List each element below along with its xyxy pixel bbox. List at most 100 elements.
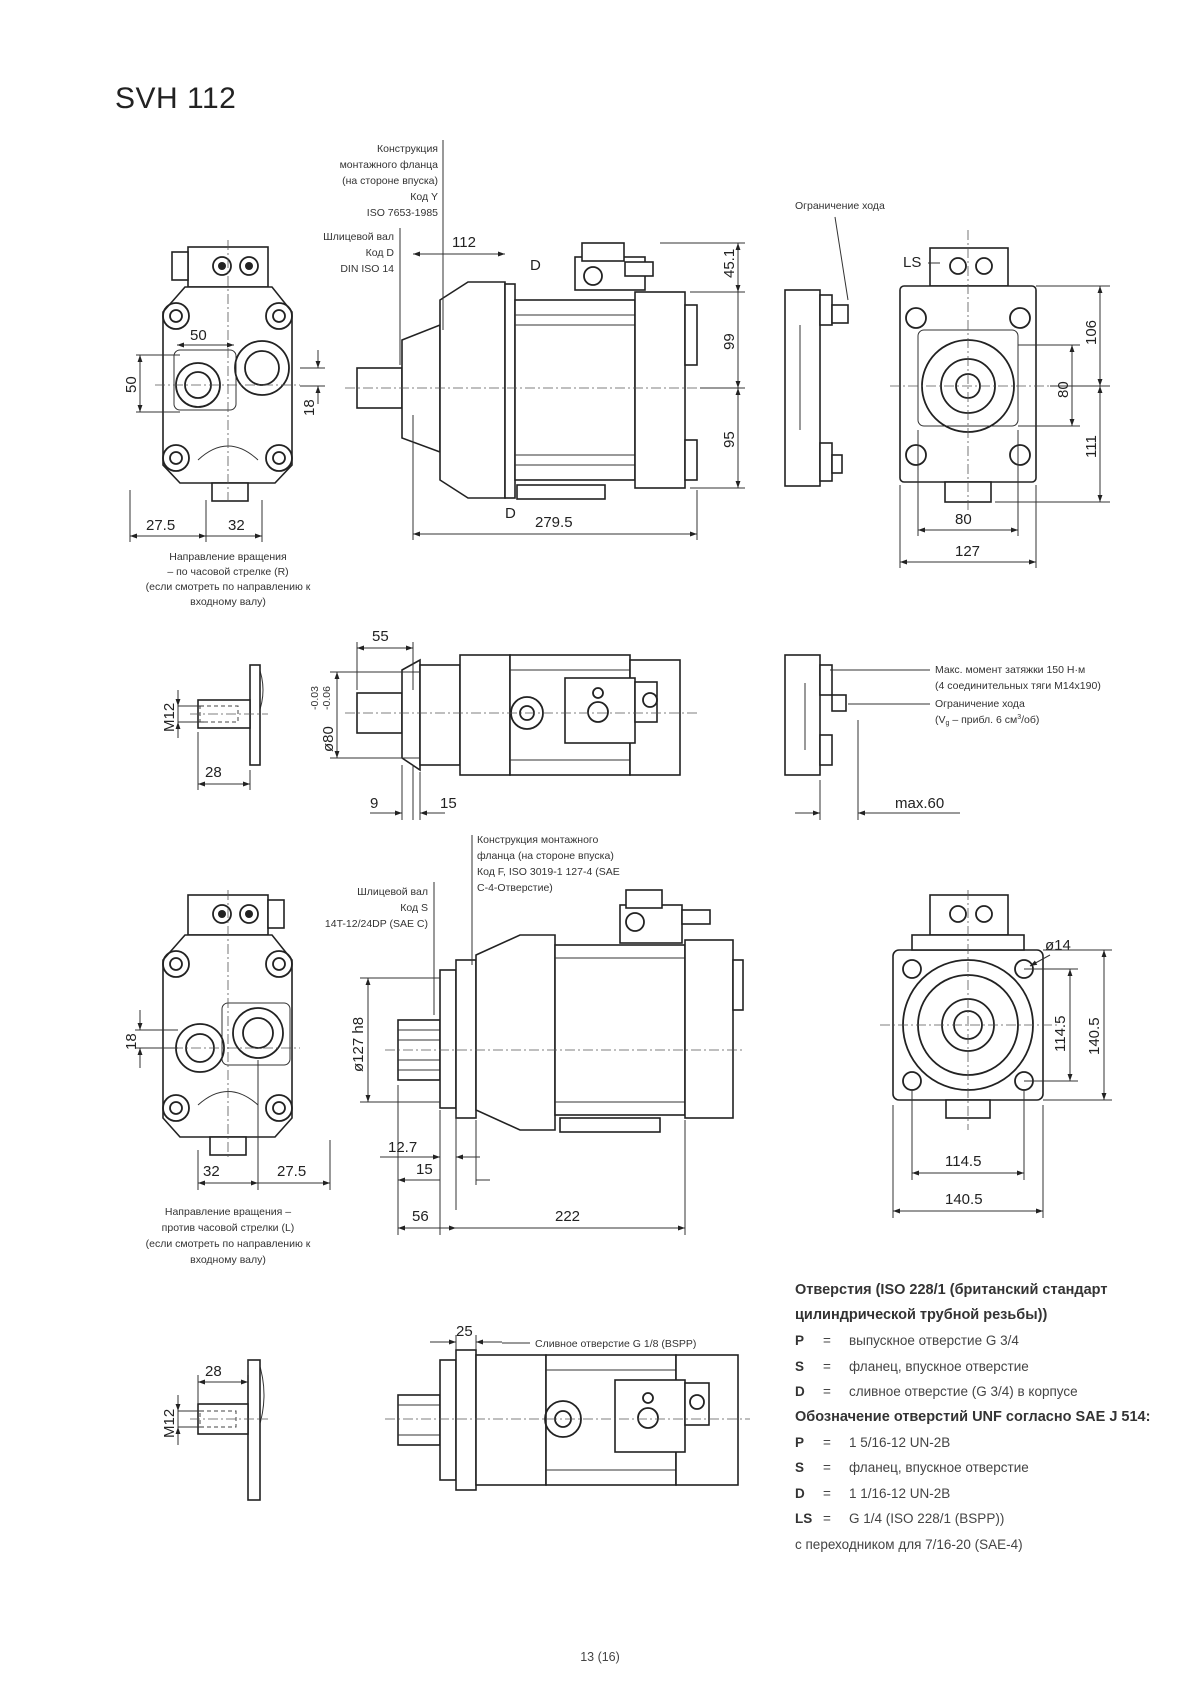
- svg-text:фланца (на стороне впуска): фланца (на стороне впуска): [477, 850, 614, 862]
- note-rotation-cw: Направление вращения – по часовой стрелк…: [146, 551, 311, 608]
- dim-label: 50: [123, 376, 140, 393]
- svg-text:LS: LS: [903, 254, 921, 271]
- svg-text:95: 95: [721, 431, 738, 448]
- svg-text:(если смотреть по направлению: (если смотреть по направлению к: [146, 1238, 311, 1250]
- dims-side2-bottom: 25 Сливное отверстие G 1/8 (BSPP): [430, 1323, 696, 1350]
- svg-text:28: 28: [205, 764, 222, 781]
- legend-header: цилиндрической трубной резьбы)): [795, 1307, 1048, 1323]
- svg-text:Ограничение хода: Ограничение хода: [935, 698, 1025, 710]
- legend-row: S=фланец, впускное отверстие: [795, 1460, 1029, 1475]
- svg-text:45.1: 45.1: [721, 249, 738, 278]
- pump-side-view-bottom: [385, 889, 745, 1133]
- legend-row: P=1 5/16-12 UN-2B: [795, 1434, 951, 1450]
- legend-row: D=сливное отверстие (G 3/4) в корпусе: [795, 1384, 1078, 1399]
- svg-text:55: 55: [372, 628, 389, 645]
- dims-mid-side: 55 ø80 -0.03 -0.06 9 15: [309, 628, 457, 820]
- svg-text:Макс. момент затяжки 150 Н·м: Макс. момент затяжки 150 Н·м: [935, 664, 1085, 676]
- pump-rear-view-top: LS: [890, 230, 1050, 510]
- pump-front-view-top: [155, 240, 300, 505]
- callout-shaft-top: Шлицевой вал Код D DIN ISO 14: [323, 228, 401, 365]
- callout-flange-bottom: Конструкция монтажного фланца (на сторон…: [471, 834, 620, 965]
- port-legend: Отверстия (ISO 228/1 (британский стандар…: [795, 1278, 1175, 1557]
- svg-text:– по часовой стрелке (R): – по часовой стрелке (R): [167, 566, 288, 578]
- pump-front-view-bottom: [155, 890, 300, 1160]
- svg-text:14T-12/24DP (SAE C): 14T-12/24DP (SAE C): [325, 918, 428, 930]
- pump-top-view-bottom: [385, 1349, 750, 1491]
- svg-text:Направление вращения: Направление вращения: [169, 551, 286, 563]
- svg-text:(4 соединительных тяги M14x190: (4 соединительных тяги M14x190): [935, 680, 1101, 692]
- svg-text:DIN ISO 14: DIN ISO 14: [340, 263, 394, 275]
- svg-text:28: 28: [205, 1363, 222, 1380]
- svg-text:ø14: ø14: [1045, 937, 1071, 954]
- svg-text:106: 106: [1083, 320, 1100, 345]
- svg-text:27.5: 27.5: [277, 1163, 306, 1180]
- dims-side-bottom: ø127 h8 12.7 15 56 222: [350, 977, 686, 1235]
- svg-text:входному валу): входному валу): [190, 596, 266, 608]
- dim-label: 27.5: [146, 517, 175, 534]
- pump-rear-view-bottom: [880, 890, 1060, 1130]
- svg-text:против часовой стрелки (L): против часовой стрелки (L): [162, 1222, 295, 1234]
- svg-text:входному валу): входному валу): [190, 1254, 266, 1266]
- svg-text:15: 15: [416, 1161, 433, 1178]
- svg-text:Код Y: Код Y: [410, 191, 438, 203]
- svg-text:Конструкция: Конструкция: [377, 143, 438, 155]
- svg-text:279.5: 279.5: [535, 514, 573, 531]
- pump-top-view-mid: [345, 654, 700, 776]
- svg-text:-0.03: -0.03: [309, 686, 321, 710]
- legend-footer: с переходником для 7/16-20 (SAE-4): [795, 1536, 1023, 1552]
- svg-text:C-4-Отверстие): C-4-Отверстие): [477, 882, 553, 894]
- svg-text:Ограничение хода: Ограничение хода: [795, 200, 885, 212]
- dims-rear-top: 106 80 111 80 127: [899, 285, 1110, 568]
- shaft-detail-bottom: 28 M12: [161, 1359, 268, 1501]
- svg-text:M12: M12: [161, 703, 178, 732]
- svg-text:80: 80: [955, 511, 972, 528]
- svg-text:D: D: [530, 257, 541, 274]
- svg-text:Код F, ISO 3019-1 127-4 (SAE: Код F, ISO 3019-1 127-4 (SAE: [477, 866, 620, 878]
- pump-side-view-top: [345, 242, 700, 500]
- svg-text:111: 111: [1083, 435, 1100, 458]
- svg-text:32: 32: [203, 1163, 220, 1180]
- svg-text:25: 25: [456, 1323, 473, 1340]
- svg-text:Шлицевой вал: Шлицевой вал: [323, 231, 394, 243]
- svg-text:Код S: Код S: [400, 902, 428, 914]
- svg-text:(если смотреть по направлению: (если смотреть по направлению к: [146, 581, 311, 593]
- svg-text:15: 15: [440, 795, 457, 812]
- svg-text:12.7: 12.7: [388, 1139, 417, 1156]
- svg-text:Конструкция монтажного: Конструкция монтажного: [477, 834, 599, 846]
- svg-text:M12: M12: [161, 1409, 178, 1438]
- svg-text:(Vg – прибл. 6 см3/об): (Vg – прибл. 6 см3/об): [935, 714, 1039, 727]
- callout-flange-top: Конструкция монтажного фланца (на сторон…: [340, 140, 444, 330]
- svg-text:18: 18: [123, 1033, 140, 1050]
- svg-text:Шлицевой вал: Шлицевой вал: [357, 886, 428, 898]
- svg-text:114.5: 114.5: [1052, 1016, 1069, 1052]
- pump-profile-mid: Макс. момент затяжки 150 Н·м (4 соединит…: [784, 654, 1101, 820]
- callout-shaft-bottom: Шлицевой вал Код S 14T-12/24DP (SAE C): [325, 882, 435, 1015]
- svg-text:222: 222: [555, 1208, 580, 1225]
- legend-header: Отверстия (ISO 228/1 (британский стандар…: [795, 1282, 1108, 1298]
- svg-text:ISO 7653-1985: ISO 7653-1985: [367, 207, 438, 219]
- svg-text:(на стороне впуска): (на стороне впуска): [342, 175, 438, 187]
- shaft-detail-mid: M12 28: [161, 664, 268, 790]
- legend-row: P=выпускное отверстие G 3/4: [795, 1333, 1019, 1348]
- svg-text:D: D: [505, 505, 516, 522]
- svg-text:127: 127: [955, 543, 980, 560]
- svg-text:140.5: 140.5: [1086, 1017, 1103, 1055]
- svg-text:9: 9: [370, 795, 378, 812]
- dims-front-top: 50 50 18 27.5 32: [123, 327, 325, 542]
- legend-header: Обозначение отверстий UNF согласно SAE J…: [795, 1408, 1151, 1425]
- svg-text:Направление вращения –: Направление вращения –: [165, 1206, 291, 1218]
- dim-label: 32: [228, 517, 245, 534]
- legend-row: D=1 1/16-12 UN-2B: [795, 1485, 951, 1501]
- dims-rear-bottom: ø14 114.5 140.5 114.5 140.5: [892, 937, 1112, 1218]
- page-title: SVH 112: [115, 82, 237, 115]
- svg-text:Код D: Код D: [366, 247, 395, 259]
- dims-front-bottom: 18 32 27.5: [123, 1010, 331, 1190]
- dim-label: 50: [190, 327, 207, 344]
- svg-text:ø127 h8: ø127 h8: [350, 1017, 367, 1072]
- svg-text:112: 112: [452, 234, 476, 251]
- svg-text:Сливное отверстие G 1/8 (BSPP): Сливное отверстие G 1/8 (BSPP): [535, 1338, 696, 1350]
- dim-label: 18: [301, 399, 318, 416]
- svg-text:80: 80: [1055, 381, 1072, 398]
- note-rotation-ccw: Направление вращения – против часовой ст…: [146, 1206, 311, 1266]
